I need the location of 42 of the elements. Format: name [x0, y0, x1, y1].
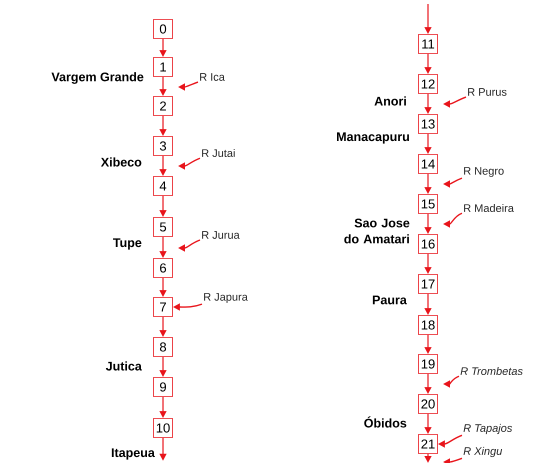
station-box: 10: [153, 418, 173, 438]
station-box: 11: [418, 34, 438, 54]
place-name: Manacapuru: [337, 132, 409, 144]
place-name: Xibeco: [100, 157, 142, 167]
river-label: R Japura: [204, 293, 248, 303]
station-box: 4: [153, 176, 173, 196]
station-box: 0: [153, 19, 173, 39]
station-box: 3: [153, 136, 173, 156]
station-box: 17: [418, 274, 438, 294]
station-box: 14: [418, 154, 438, 174]
station-box: 16: [418, 234, 438, 254]
station-box: 1: [153, 57, 173, 77]
river-label: R Jutai: [202, 148, 235, 158]
station-box: 6: [153, 258, 173, 278]
river-label: R Jurua: [202, 231, 240, 239]
place-name: Jutica: [106, 361, 142, 371]
station-box: 5: [153, 217, 173, 237]
river-label: R Purus: [468, 88, 507, 96]
station-box: 13: [418, 114, 438, 134]
place-name: Paura: [372, 296, 407, 304]
river-label: R Ica: [200, 73, 225, 81]
place-name: Tupe: [113, 238, 142, 250]
station-box: 21: [418, 434, 438, 454]
station-box: 19: [418, 354, 438, 374]
river-label: R Xingu: [464, 446, 502, 458]
place-name: Sao Jose do Amatari: [344, 218, 410, 244]
station-box: 2: [153, 96, 173, 116]
place-name: Itapeua: [112, 448, 155, 460]
river-label: R Trombetas: [460, 366, 523, 376]
river-label: R Negro: [464, 167, 504, 177]
station-box: 20: [418, 394, 438, 414]
place-name: Óbidos: [364, 416, 406, 428]
station-box: 7: [153, 297, 173, 317]
station-box: 12: [418, 74, 438, 94]
river-label: R Madeira: [464, 204, 514, 212]
place-name: Vargem Grande: [51, 72, 144, 84]
station-box: 15: [418, 194, 438, 214]
place-name: Anori: [374, 96, 406, 106]
station-box: 18: [418, 315, 438, 335]
river-label: R Tapajos: [464, 424, 512, 434]
station-box: 9: [153, 377, 173, 397]
station-box: 8: [153, 337, 173, 357]
